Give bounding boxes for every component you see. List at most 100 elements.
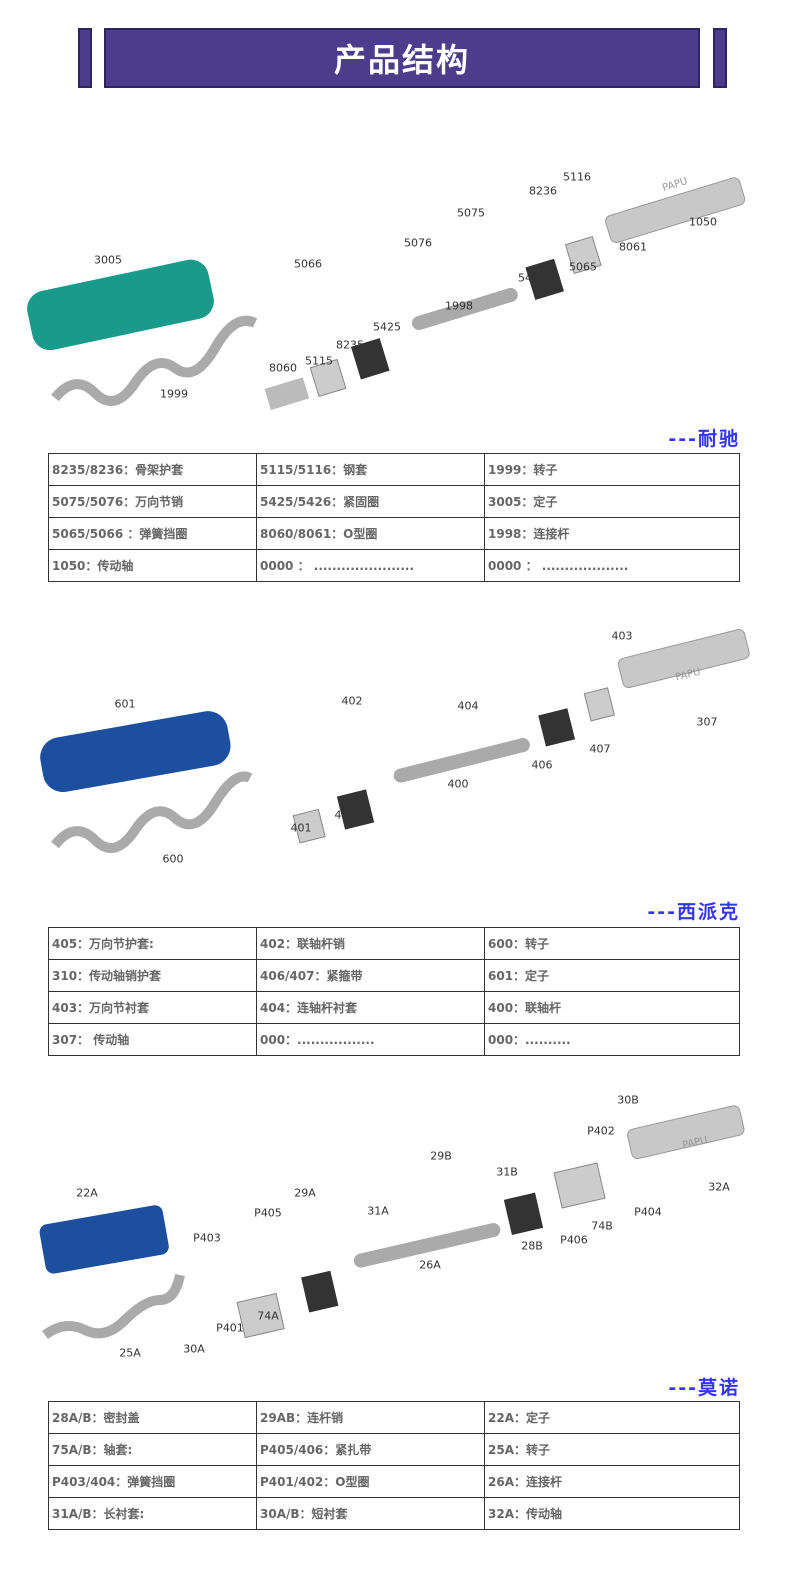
part-label: 29A xyxy=(294,1186,316,1200)
part-label: 31A xyxy=(367,1204,389,1218)
cell: 000：................. xyxy=(256,1023,485,1056)
part-label: 32A xyxy=(708,1180,730,1194)
part-label: 25A xyxy=(119,1346,141,1360)
cell: 400：联轴杆 xyxy=(484,991,740,1024)
part-label: 5115 xyxy=(305,354,333,368)
sleeve-74A xyxy=(236,1292,285,1339)
part-label: 29B xyxy=(430,1149,452,1163)
part-label: 31B xyxy=(496,1165,518,1179)
cell: 29AB：连杆销 xyxy=(256,1401,485,1434)
cell: 0000 ： ................... xyxy=(484,549,740,582)
part-label: 5065 xyxy=(569,260,597,274)
seal-8236 xyxy=(525,258,564,300)
cell: 22A：定子 xyxy=(484,1401,740,1434)
part-label: 8236 xyxy=(529,184,557,198)
part-label: 401 xyxy=(290,821,312,835)
cell: 1050：传动轴 xyxy=(48,549,257,582)
part-label: 601 xyxy=(114,697,136,711)
rod-400 xyxy=(393,738,530,783)
cell: 32A：传动轴 xyxy=(484,1497,740,1530)
part-label: 5426 xyxy=(518,271,546,285)
part-label: P405 xyxy=(254,1206,282,1220)
part-label: 28B xyxy=(521,1239,543,1253)
drive-shaft-1050 xyxy=(605,177,746,244)
part-label: 1050 xyxy=(689,215,717,229)
drive-shaft-307 xyxy=(617,629,750,689)
part-label: 8235 xyxy=(336,338,364,352)
cell: 402：联轴杆销 xyxy=(256,927,485,960)
cell: 406/407：紧箍带 xyxy=(256,959,485,992)
cell: 0000 ： ...................... xyxy=(256,549,485,582)
header-right-accent xyxy=(713,28,727,88)
cell: 404：连轴杆衬套 xyxy=(256,991,485,1024)
cell: P401/402：O型圈 xyxy=(256,1465,485,1498)
rotor-1999 xyxy=(51,315,258,406)
part-label: 600 xyxy=(162,852,184,866)
cell: 26A：连接杆 xyxy=(484,1465,740,1498)
cell: 1998：连接杆 xyxy=(484,517,740,550)
section-title-seepex: ---西派克 xyxy=(647,901,740,923)
cell: 25A：转子 xyxy=(484,1433,740,1466)
part-label: 8060 xyxy=(269,361,297,375)
part-label: 406 xyxy=(531,758,553,772)
cell: 000：.......... xyxy=(484,1023,740,1056)
cell: 403：万向节衬套 xyxy=(48,991,257,1024)
part-label: 400 xyxy=(447,777,469,791)
rotor-25A xyxy=(42,1273,185,1340)
cell: 28A/B：密封盖 xyxy=(48,1401,257,1434)
cell: 5115/5116：钢套 xyxy=(256,453,485,486)
rod-26A xyxy=(353,1223,501,1268)
cell: 3005：定子 xyxy=(484,485,740,518)
part-label: 22A xyxy=(76,1186,98,1200)
part-label: 405 xyxy=(334,808,356,822)
part-label: 5116 xyxy=(563,170,591,184)
part-label: 74A xyxy=(257,1309,279,1323)
part-label: 74B xyxy=(591,1219,613,1233)
part-label: P404 xyxy=(634,1205,662,1219)
seal-28A xyxy=(301,1270,339,1313)
cell: 8060/8061：O型圈 xyxy=(256,517,485,550)
stator-22A xyxy=(39,1205,169,1274)
seal-28B xyxy=(503,1192,544,1235)
part-label: 404 xyxy=(457,699,479,713)
part-label: 30A xyxy=(183,1342,205,1356)
part-label: 8061 xyxy=(619,240,647,254)
part-label: 307 xyxy=(696,715,718,729)
mono-exploded-diagram xyxy=(39,1105,745,1340)
cell: 5075/5076：万向节销 xyxy=(48,485,257,518)
netzsch-exploded-diagram xyxy=(27,177,746,410)
part-label: P402 xyxy=(587,1124,615,1138)
cell: 5425/5426：紧固圈 xyxy=(256,485,485,518)
part-label: 5066 xyxy=(294,257,322,271)
part-label: 26A xyxy=(419,1258,441,1272)
part-label: 407 xyxy=(589,742,611,756)
part-label: 28A xyxy=(314,1290,336,1304)
part-label: 1998 xyxy=(445,299,473,313)
part-label: 5075 xyxy=(457,206,485,220)
sleeve-74B xyxy=(553,1162,606,1209)
cell: 31A/B：长衬套: xyxy=(48,1497,257,1530)
cell: P403/404：弹簧挡圈 xyxy=(48,1465,257,1498)
cell: 75A/B：轴套: xyxy=(48,1433,257,1466)
drive-shaft-32A xyxy=(627,1105,745,1160)
cell: 405：万向节护套: xyxy=(48,927,257,960)
part-label: P406 xyxy=(560,1233,588,1247)
part-label: 3005 xyxy=(94,253,122,267)
part-label: 1999 xyxy=(160,387,188,401)
